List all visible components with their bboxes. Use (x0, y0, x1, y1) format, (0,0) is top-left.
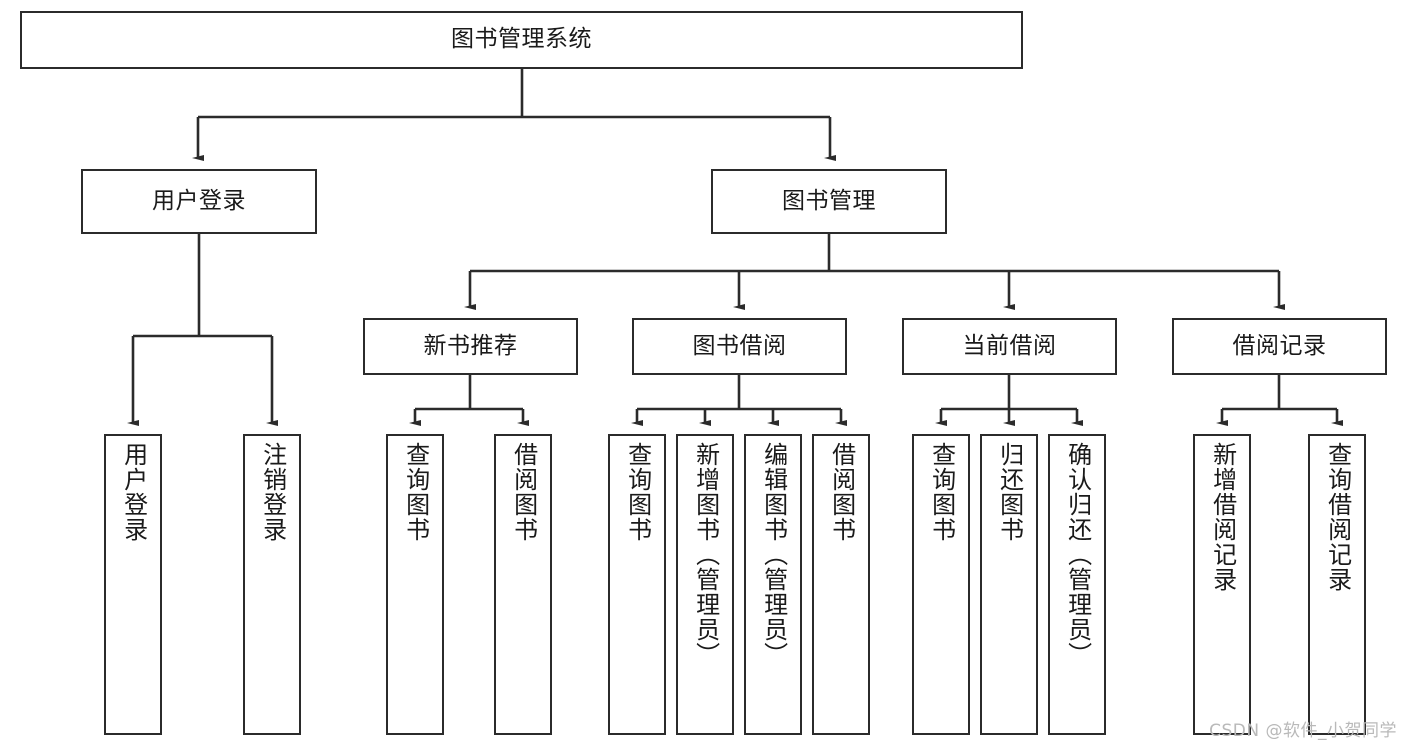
leaf-new-book-borrow-book[interactable]: 借阅图书 (494, 434, 552, 735)
node-new-book-recommend[interactable]: 新书推荐 (363, 318, 578, 375)
node-user-login[interactable]: 用户登录 (81, 169, 317, 234)
leaf-borrow-record-add-record[interactable]: 新增借阅记录 (1193, 434, 1251, 735)
leaf-user-login-login[interactable]: 用户登录 (104, 434, 162, 735)
csdn-watermark: CSDN @软件_小贺同学 (1209, 721, 1397, 741)
node-label: 编辑图书（管理员） (759, 442, 788, 667)
node-label: 注销登录 (258, 442, 287, 542)
node-label: 新书推荐 (423, 332, 518, 359)
leaf-user-login-logout[interactable]: 注销登录 (243, 434, 301, 735)
node-borrow-record[interactable]: 借阅记录 (1172, 318, 1387, 375)
leaf-book-borrow-edit-book-admin[interactable]: 编辑图书（管理员） (744, 434, 802, 735)
node-root-system[interactable]: 图书管理系统 (20, 11, 1023, 69)
node-label: 新增图书（管理员） (691, 442, 720, 667)
leaf-book-borrow-query-book[interactable]: 查询图书 (608, 434, 666, 735)
node-label: 查询图书 (623, 442, 652, 542)
node-label: 用户登录 (152, 187, 246, 214)
node-label: 查询图书 (401, 442, 430, 542)
leaf-book-borrow-borrow-book[interactable]: 借阅图书 (812, 434, 870, 735)
leaf-borrow-record-query-record[interactable]: 查询借阅记录 (1308, 434, 1366, 735)
leaf-new-book-query-book[interactable]: 查询图书 (386, 434, 444, 735)
node-label: 归还图书 (995, 442, 1024, 542)
node-label: 图书借阅 (692, 332, 787, 359)
leaf-current-borrow-query-book[interactable]: 查询图书 (912, 434, 970, 735)
leaf-book-borrow-add-book-admin[interactable]: 新增图书（管理员） (676, 434, 734, 735)
leaf-current-borrow-return-book[interactable]: 归还图书 (980, 434, 1038, 735)
node-label: 借阅记录 (1232, 332, 1327, 359)
node-label: 图书管理 (782, 187, 876, 214)
node-label: 新增借阅记录 (1208, 442, 1237, 592)
node-book-borrow[interactable]: 图书借阅 (632, 318, 847, 375)
node-label: 查询图书 (927, 442, 956, 542)
leaf-current-borrow-confirm-return-admin[interactable]: 确认归还（管理员） (1048, 434, 1106, 735)
node-label: 查询借阅记录 (1323, 442, 1352, 592)
node-label: 借阅图书 (509, 442, 538, 542)
node-label: 确认归还（管理员） (1063, 442, 1092, 667)
node-label: 图书管理系统 (451, 26, 592, 53)
node-current-borrow[interactable]: 当前借阅 (902, 318, 1117, 375)
node-label: 当前借阅 (962, 332, 1057, 359)
node-label: 借阅图书 (827, 442, 856, 542)
node-label: 用户登录 (119, 442, 148, 542)
node-book-management[interactable]: 图书管理 (711, 169, 947, 234)
